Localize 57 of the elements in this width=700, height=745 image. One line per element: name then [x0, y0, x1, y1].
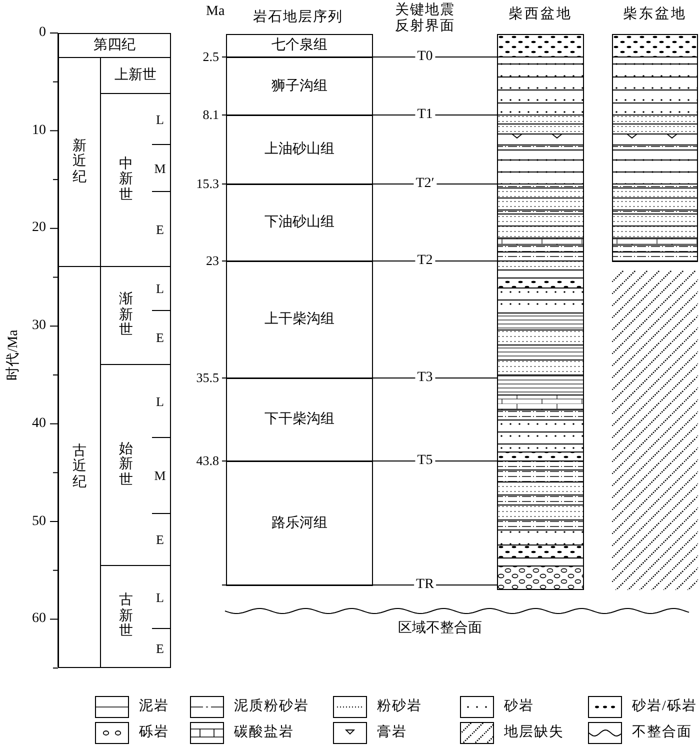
legend-label: 泥质粉砂岩: [234, 700, 309, 714]
subepoch-label: M: [153, 162, 167, 174]
legend-label: 泥岩: [139, 700, 169, 714]
period-box: [58, 266, 101, 668]
column-heading: 关键地震反射界面: [395, 3, 455, 36]
formation-box: 下油砂山组: [226, 184, 373, 262]
unit-label: Ma: [206, 5, 225, 19]
subepoch-label: E: [155, 222, 165, 236]
axis-tick-label: 40: [31, 416, 46, 431]
axis-tick-label: 20: [31, 221, 46, 236]
period-name: 新近纪: [72, 138, 86, 186]
legend-label: 砾岩: [139, 726, 169, 740]
formation-box: 上干柴沟组: [226, 261, 373, 379]
epoch-name: 中新世: [119, 156, 133, 204]
subepoch-label: E: [155, 331, 165, 344]
column-heading: 柴东盆地: [622, 8, 688, 22]
subepoch-label: E: [155, 533, 165, 546]
legend-label: 碳酸盐岩: [234, 726, 294, 740]
age-label: 43.8: [195, 454, 219, 467]
epoch-name: 渐新世: [119, 292, 133, 339]
formation-box: 路乐河组: [226, 461, 373, 586]
unconformity-label: 区域不整合面: [398, 622, 482, 636]
axis-title: 时代/Ma: [7, 330, 21, 380]
age-label: 2.5: [202, 50, 219, 63]
legend-label: 粉砂岩: [377, 700, 422, 714]
axis-tick-label: 30: [31, 319, 46, 334]
legend-label: 地层缺失: [504, 726, 564, 740]
legend-label: 膏岩: [377, 726, 407, 740]
formation-box: 下干柴沟组: [226, 378, 373, 462]
formation-box: 七个泉组: [226, 34, 373, 58]
subepoch-label: L: [155, 590, 165, 604]
formation-box: 上油砂山组: [226, 115, 373, 185]
legend-label: 砂岩: [504, 700, 534, 714]
legend-label: 不整合面: [632, 726, 692, 740]
age-label: 35.5: [195, 371, 219, 384]
subepoch-label: L: [155, 394, 165, 408]
subepoch-label: L: [155, 112, 165, 126]
subepoch-label: E: [155, 642, 165, 654]
formation-box: 狮子沟组: [226, 57, 373, 116]
period-name: 古近纪: [72, 444, 86, 490]
column-heading: 岩石地层序列: [253, 11, 343, 25]
subepoch-label: M: [153, 469, 167, 482]
epoch-name: 始新世: [119, 442, 133, 488]
epoch-box: [100, 565, 171, 668]
axis-tick-label: 60: [31, 612, 46, 626]
lithology-column: [612, 8, 698, 590]
period-box: 第四纪: [58, 33, 171, 58]
legend-label: 砂岩/砾岩: [632, 700, 697, 714]
epoch-name: 古新世: [119, 593, 133, 640]
subepoch-label: L: [155, 282, 165, 295]
axis-tick-label: 10: [31, 124, 46, 138]
age-label: 15.3: [195, 177, 219, 190]
age-label: 8.1: [202, 108, 219, 121]
axis-tick-label: 0: [38, 26, 46, 40]
axis-tick-label: 50: [31, 514, 46, 528]
column-heading: 柴西盆地: [508, 8, 574, 22]
age-label: 23: [205, 254, 219, 267]
